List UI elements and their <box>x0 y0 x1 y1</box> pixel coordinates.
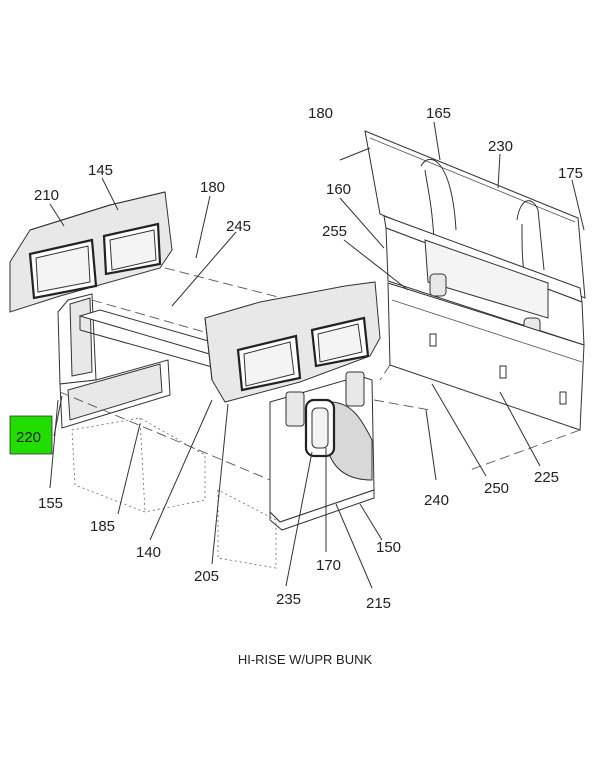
leader-lines <box>49 121 585 589</box>
callout-255[interactable]: 255 <box>322 223 347 240</box>
callout-220[interactable]: 220 <box>16 429 41 446</box>
callout-185[interactable]: 185 <box>90 518 115 535</box>
callout-180[interactable]: 180 <box>308 105 333 122</box>
callout-160[interactable]: 160 <box>326 181 351 198</box>
callout-210[interactable]: 210 <box>34 187 59 204</box>
callout-250[interactable]: 250 <box>484 480 509 497</box>
callout-205[interactable]: 205 <box>194 568 219 585</box>
callout-140[interactable]: 140 <box>136 544 161 561</box>
left-upper-cabinet <box>9 191 173 313</box>
callout-245[interactable]: 245 <box>226 218 251 235</box>
rear-wall-assembly <box>364 130 586 471</box>
callout-145[interactable]: 145 <box>88 162 113 179</box>
callout-225[interactable]: 225 <box>534 469 559 486</box>
callout-215[interactable]: 215 <box>366 595 391 612</box>
right-upper-cabinet <box>204 281 381 403</box>
callout-230[interactable]: 230 <box>488 138 513 155</box>
callout-175[interactable]: 175 <box>558 165 583 182</box>
callout-150[interactable]: 150 <box>376 539 401 556</box>
callout-180[interactable]: 180 <box>200 179 225 196</box>
right-side-wall <box>217 371 431 569</box>
diagram-caption: HI-RISE W/UPR BUNK <box>237 652 373 667</box>
callout-165[interactable]: 165 <box>426 105 451 122</box>
callout-235[interactable]: 235 <box>276 591 301 608</box>
highlight-box-220 <box>9 415 53 455</box>
callout-170[interactable]: 170 <box>316 557 341 574</box>
callout-155[interactable]: 155 <box>38 495 63 512</box>
callout-labels: 180 165 230 145 210 180 160 175 245 255 … <box>16 105 583 612</box>
callout-240[interactable]: 240 <box>424 492 449 509</box>
